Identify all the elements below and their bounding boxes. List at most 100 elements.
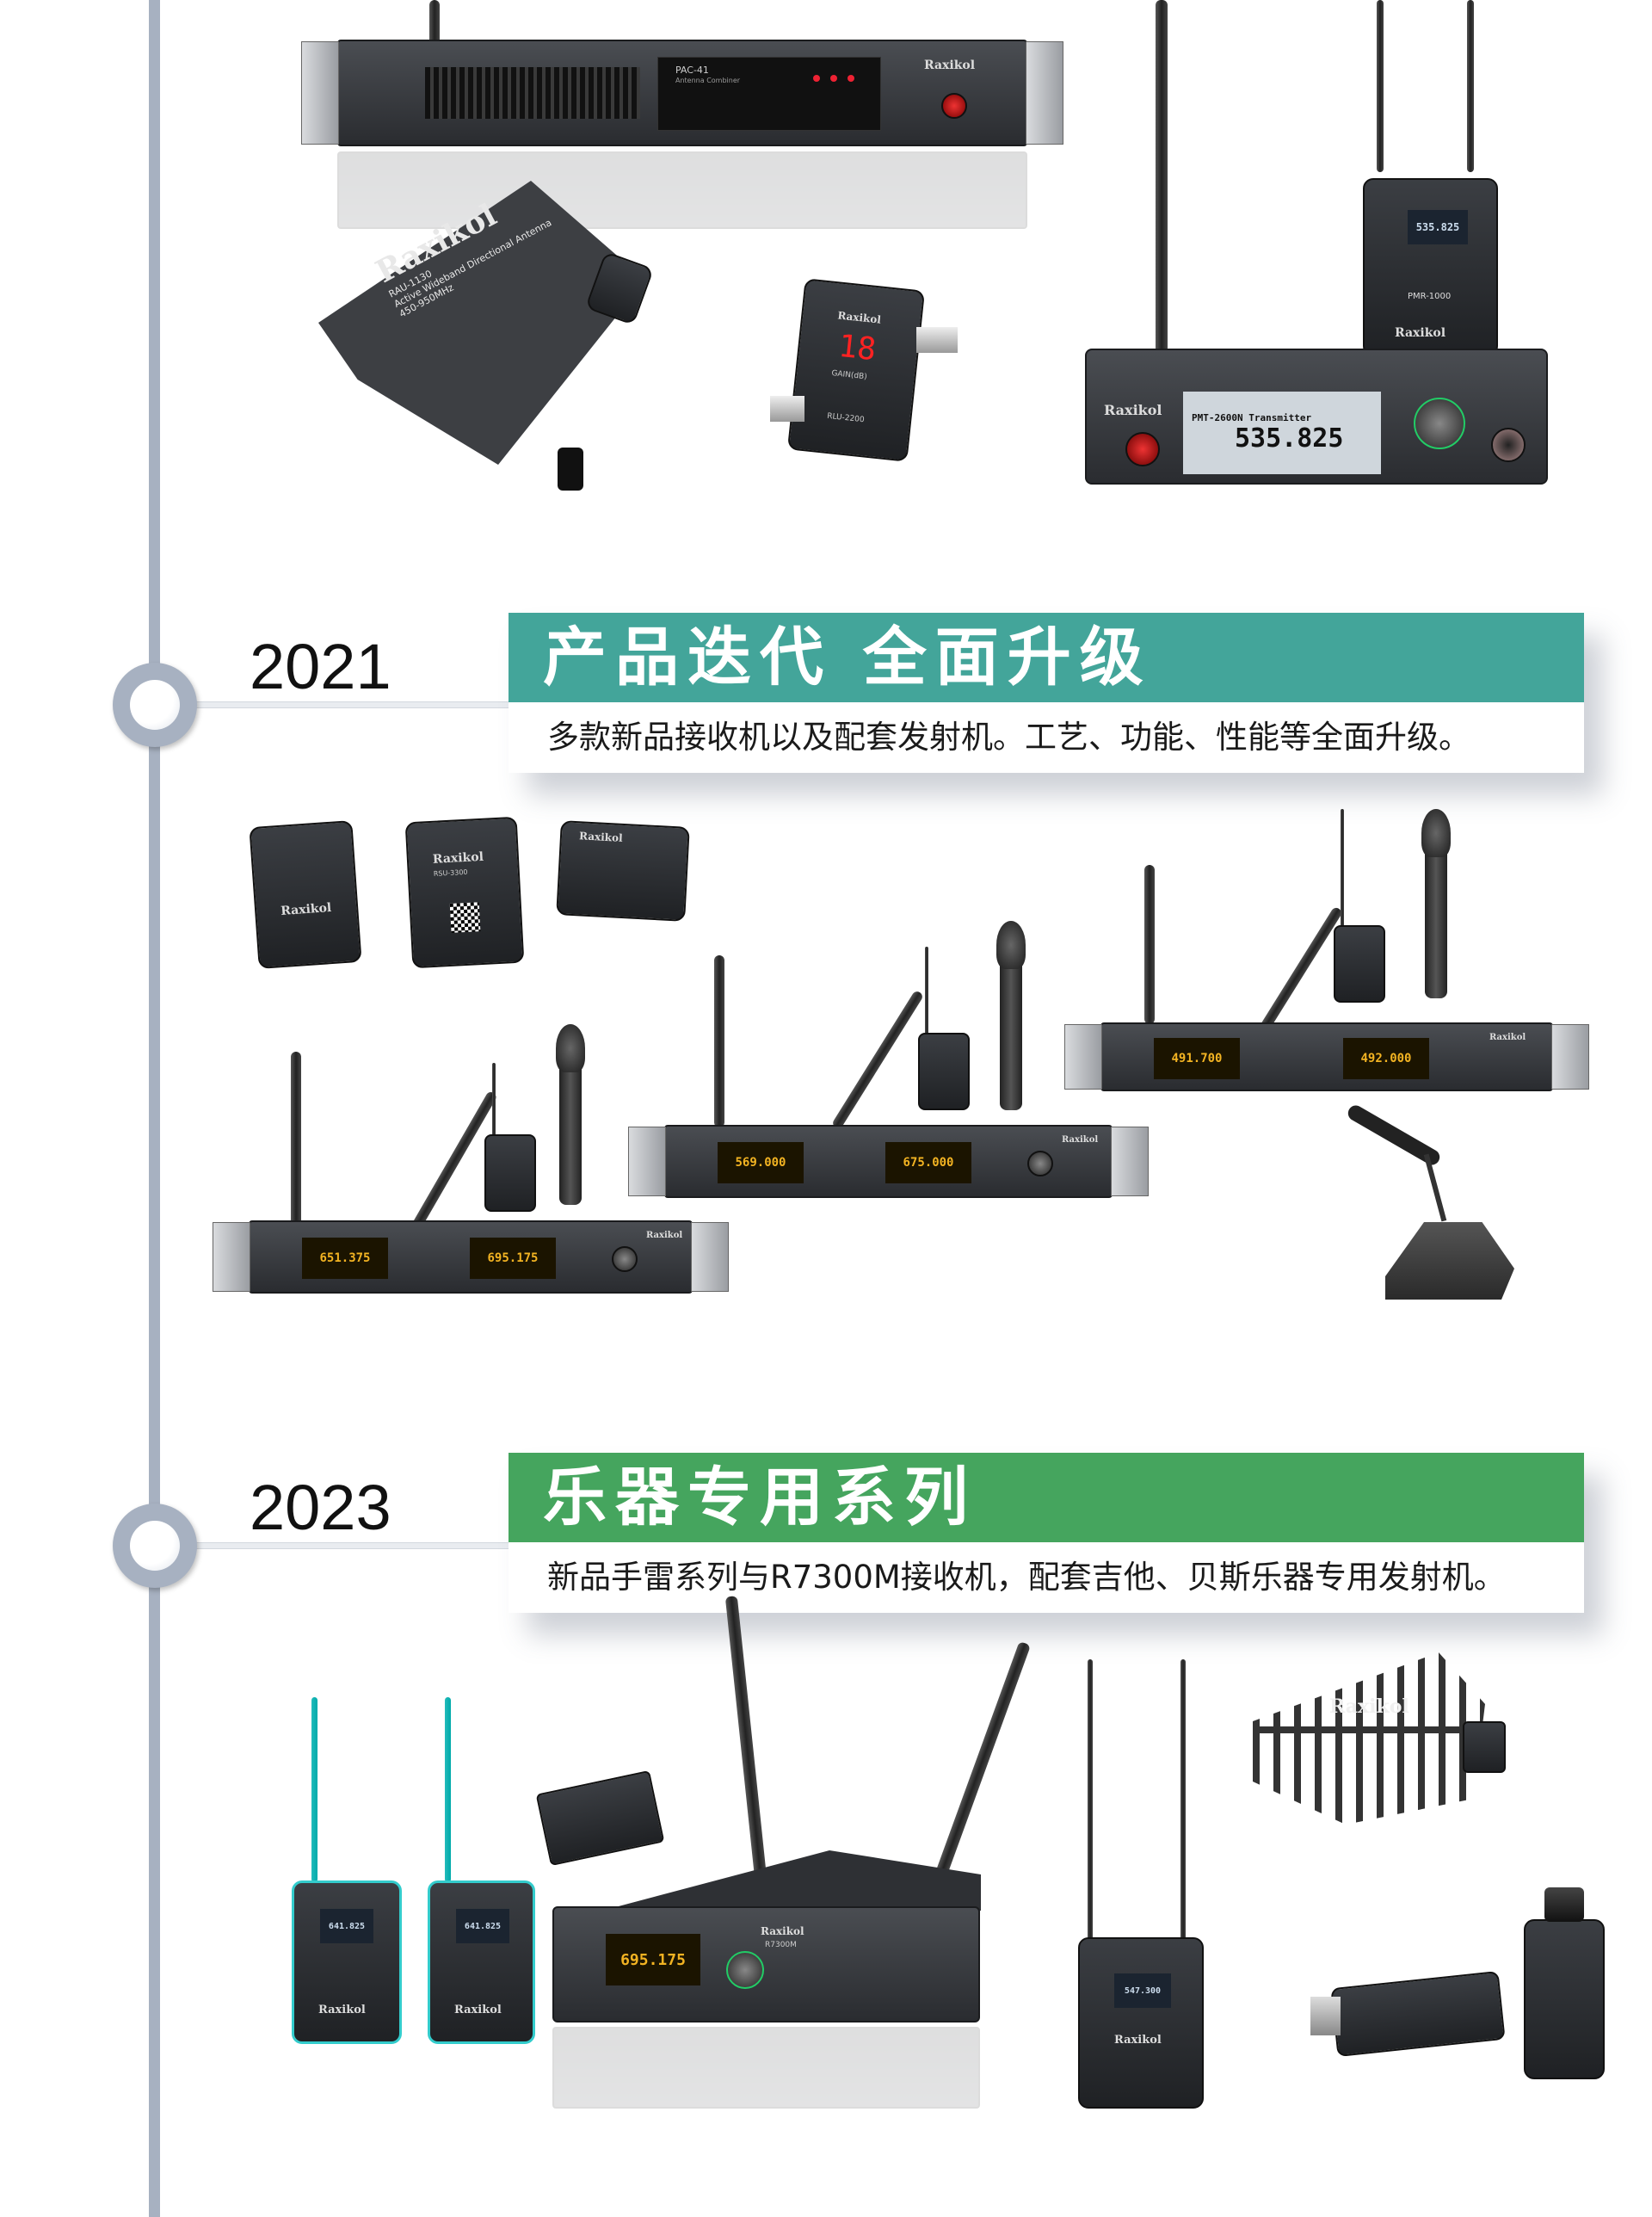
receiver-antenna xyxy=(1144,865,1155,1024)
antenna-booster-device: Raxikol 18 GAIN(dB) RLU-2200 xyxy=(786,278,926,462)
control-knob xyxy=(612,1246,638,1272)
iem-bodypack-receiver: 535.825 PMR-1000 Raxikol xyxy=(1363,178,1498,356)
brand-logo: Raxikol xyxy=(924,59,976,72)
receiver-antenna xyxy=(925,1640,1032,1905)
headphone-jack xyxy=(1491,428,1526,462)
receiver-antenna xyxy=(724,1596,767,1880)
handheld-microphone xyxy=(996,921,1026,1110)
charging-dock xyxy=(535,1769,665,1867)
receiver-antenna xyxy=(291,1052,301,1228)
booster-display: 18 xyxy=(836,328,878,368)
year-2021: 2021 xyxy=(250,631,391,702)
iem-tx-screen: PMT-2600N Transmitter 535.825 xyxy=(1183,392,1381,474)
brand-logo: Raxikol xyxy=(646,1231,683,1240)
milestone-title: 产品迭代 全面升级 xyxy=(509,613,1584,702)
volume-knob xyxy=(1414,398,1465,449)
receiver-antenna xyxy=(714,955,724,1127)
milestone-subtitle: 新品手雷系列与R7300M接收机，配套吉他、贝斯乐器专用发射机。 xyxy=(547,1559,1506,1596)
receiver-top xyxy=(602,1850,981,1911)
instrument-receiver-device: 695.175 Raxikol R7300M xyxy=(552,1906,980,2022)
bodypack-transmitter xyxy=(484,1134,536,1212)
combiner-desc: Antenna Combiner xyxy=(675,77,741,84)
splitter-model: RSU-3300 xyxy=(433,868,468,878)
receiver-reflection xyxy=(552,2027,980,2109)
instrument-bodypack-1: 641.825 Raxikol xyxy=(292,1880,402,2044)
timeline-node-2023 xyxy=(113,1504,197,1588)
receiver-antenna xyxy=(1256,905,1344,1036)
timeline-line xyxy=(149,0,160,2217)
instrument-bodypack-2: 641.825 Raxikol xyxy=(428,1880,535,2044)
paddle-connector xyxy=(558,448,583,491)
qr-code xyxy=(449,902,481,933)
antenna-distributor-device: Raxikol RSU-3300 xyxy=(404,816,525,969)
dual-receiver-rack-1: 651.375 695.175 Raxikol xyxy=(213,1220,729,1294)
milestone-card-2023: 乐器专用系列 新品手雷系列与R7300M接收机，配套吉他、贝斯乐器专用发射机。 xyxy=(509,1453,1584,1613)
receiver-display: 651.375 xyxy=(302,1238,388,1279)
receiver-display: 492.000 xyxy=(1343,1038,1429,1079)
bnc-connector xyxy=(770,396,804,422)
yagi-antenna xyxy=(1253,1652,1485,1825)
iem-rx-model: PMR-1000 xyxy=(1408,292,1452,301)
iem-rx-display: 535.825 xyxy=(1408,210,1468,244)
bodypack-antenna xyxy=(925,947,928,1041)
brand-logo: Raxikol xyxy=(836,309,882,326)
iem-transmitter-device: Raxikol PMT-2600N Transmitter 535.825 xyxy=(1085,349,1548,485)
control-knob xyxy=(726,1951,764,1989)
bodypack-transmitter xyxy=(1334,925,1385,1003)
xlr-connector xyxy=(1310,1997,1341,2035)
timeline-node-2021 xyxy=(113,663,197,747)
brand-logo: Raxikol xyxy=(1104,402,1162,418)
transmitter-antenna xyxy=(1156,0,1168,353)
conference-mic-base xyxy=(1385,1222,1514,1300)
combiner-model: PAC-41 xyxy=(675,65,709,76)
combiner-reflection xyxy=(337,151,1027,229)
brand-logo: Raxikol xyxy=(1489,1033,1526,1042)
xlr-plug-on-transmitter xyxy=(1524,1919,1605,2079)
milestone-title: 乐器专用系列 xyxy=(509,1453,1584,1542)
bodypack-display: 641.825 xyxy=(456,1909,509,1943)
receiver-model: R7300M xyxy=(765,1941,797,1949)
brand-logo: Raxikol xyxy=(432,849,484,867)
power-button xyxy=(1125,432,1160,466)
bodypack-antenna xyxy=(311,1697,317,1882)
receiver-display: 695.175 xyxy=(470,1238,556,1279)
brand-logo: Raxikol xyxy=(761,1925,804,1937)
iem-bodypack-2023: 547.300 Raxikol xyxy=(1078,1937,1204,2109)
xlr-connector xyxy=(1544,1887,1584,1922)
combiner-antenna xyxy=(429,0,440,45)
handheld-microphone xyxy=(556,1024,585,1205)
bodypack-antenna xyxy=(1467,0,1474,172)
brand-logo: Raxikol xyxy=(1114,2034,1162,2047)
brand-logo: Raxikol xyxy=(578,830,623,844)
booster-gain-label: GAIN(dB) xyxy=(830,369,868,382)
bodypack-antenna xyxy=(1377,0,1384,172)
receiver-display: 569.000 xyxy=(718,1142,804,1183)
iem-display: 547.300 xyxy=(1114,1973,1171,2008)
bodypack-transmitter xyxy=(918,1033,970,1110)
bodypack-display: 641.825 xyxy=(320,1909,373,1943)
iem-tx-frequency: 535.825 xyxy=(1235,423,1344,454)
power-button xyxy=(941,93,967,119)
timeline-connector xyxy=(155,1542,516,1549)
timeline-connector xyxy=(155,701,516,708)
brand-logo: Raxikol xyxy=(1062,1135,1099,1145)
antenna-splitter-device: Raxikol xyxy=(249,820,362,969)
antenna-combiner-device: PAC-41 Antenna Combiner Raxikol xyxy=(301,40,1063,146)
dual-receiver-rack-3: 491.700 492.000 Raxikol xyxy=(1064,1022,1589,1091)
bodypack-antenna xyxy=(445,1697,451,1882)
booster-model: RLU-2200 xyxy=(826,411,866,425)
yagi-amplifier xyxy=(1463,1721,1506,1773)
brand-logo: Raxikol xyxy=(1329,1695,1409,1718)
dual-receiver-rack-2: 569.000 675.000 Raxikol xyxy=(628,1125,1149,1198)
milestone-card-2021: 产品迭代 全面升级 多款新品接收机以及配套发射机。工艺、功能、性能等全面升级。 xyxy=(509,613,1584,773)
plug-on-transmitter xyxy=(1330,1970,1506,2058)
bodypack-antenna xyxy=(1341,809,1344,929)
bodypack-antenna xyxy=(492,1063,496,1140)
iem-antenna xyxy=(1180,1659,1186,1943)
receiver-display: 675.000 xyxy=(885,1142,971,1183)
receiver-display: 491.700 xyxy=(1154,1038,1240,1079)
year-2023: 2023 xyxy=(250,1472,391,1543)
brand-logo: Raxikol xyxy=(318,2004,366,2016)
brand-logo: Raxikol xyxy=(454,2004,502,2016)
receiver-antenna xyxy=(830,989,925,1131)
